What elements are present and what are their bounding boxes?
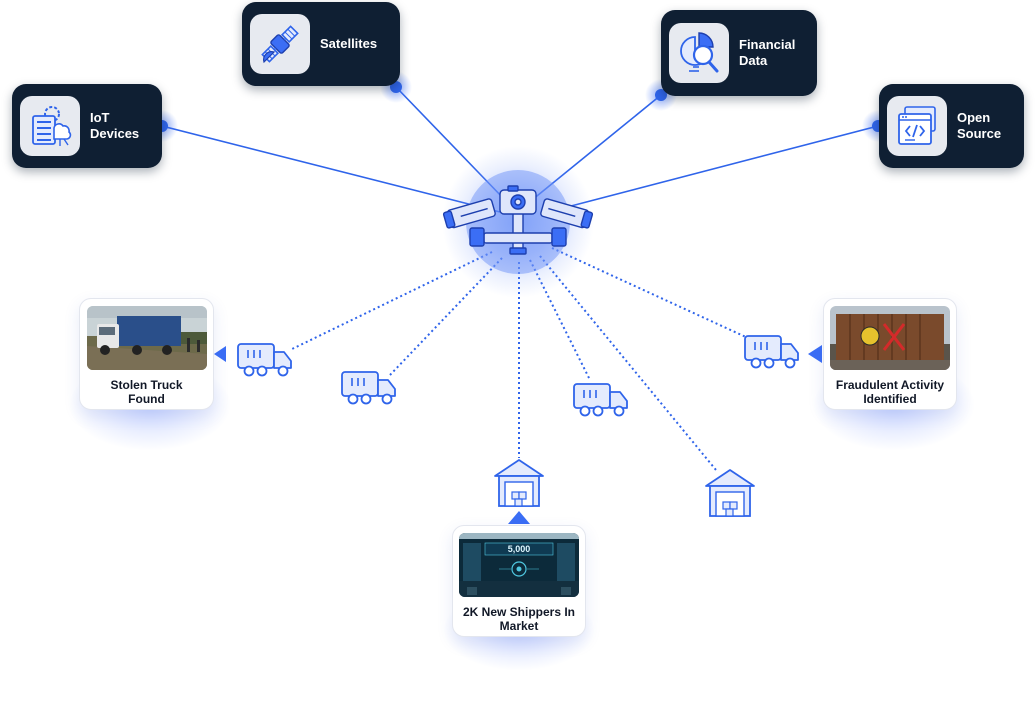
- truck-on-roadside-photo: [86, 306, 207, 370]
- source-card-satellites[interactable]: Satellites: [242, 2, 400, 86]
- event-label: Stolen Truck Found: [110, 378, 183, 406]
- source-connections: [161, 86, 879, 213]
- source-card-opensource[interactable]: Open Source: [879, 84, 1024, 168]
- code-window-icon: [887, 96, 947, 156]
- surveillance-cameras-icon: [442, 185, 594, 255]
- flow-line-truck-4: [551, 247, 749, 339]
- warehouse-icon: [705, 469, 755, 517]
- chart-magnifier-icon: [669, 23, 729, 83]
- warehouse-dashboard-photo: 5,000: [459, 533, 579, 597]
- event-label: 2K New Shippers In Market: [462, 605, 576, 633]
- flow-line-warehouse-2: [539, 255, 717, 471]
- source-label: Open Source: [957, 110, 1002, 141]
- source-label: IoT Devices: [90, 110, 140, 141]
- event-card-fraud[interactable]: Fraudulent Activity Identified: [823, 298, 957, 410]
- connection-opensource: [547, 125, 879, 213]
- source-label: Financial Data: [739, 37, 796, 68]
- connection-iot: [161, 125, 501, 213]
- source-label: Satellites: [320, 36, 378, 51]
- source-card-iot[interactable]: IoT Devices: [12, 84, 162, 168]
- source-card-financial[interactable]: Financial Data: [661, 10, 817, 96]
- iot-server-cloud-icon: [20, 96, 80, 156]
- shipping-container-photo: [830, 306, 950, 370]
- hub: [442, 146, 594, 298]
- pointer-arrow-stolen-truck: [214, 346, 226, 362]
- dashboard-counter: 5,000: [508, 544, 531, 554]
- warehouse-icon: [494, 459, 544, 507]
- pointer-arrow-new-shippers: [508, 511, 530, 524]
- pointer-arrow-fraud: [808, 345, 822, 363]
- event-card-new-shippers[interactable]: 5,000 2K New Shippers In Market: [452, 525, 586, 637]
- truck-icon: [237, 343, 292, 377]
- satellite-icon: [250, 14, 310, 74]
- event-card-stolen-truck[interactable]: Stolen Truck Found: [79, 298, 214, 410]
- truck-icon: [744, 335, 799, 369]
- flow-line-truck-3: [529, 259, 591, 381]
- truck-icon: [573, 383, 628, 417]
- truck-icon: [341, 371, 396, 405]
- event-label: Fraudulent Activity Identified: [835, 378, 945, 406]
